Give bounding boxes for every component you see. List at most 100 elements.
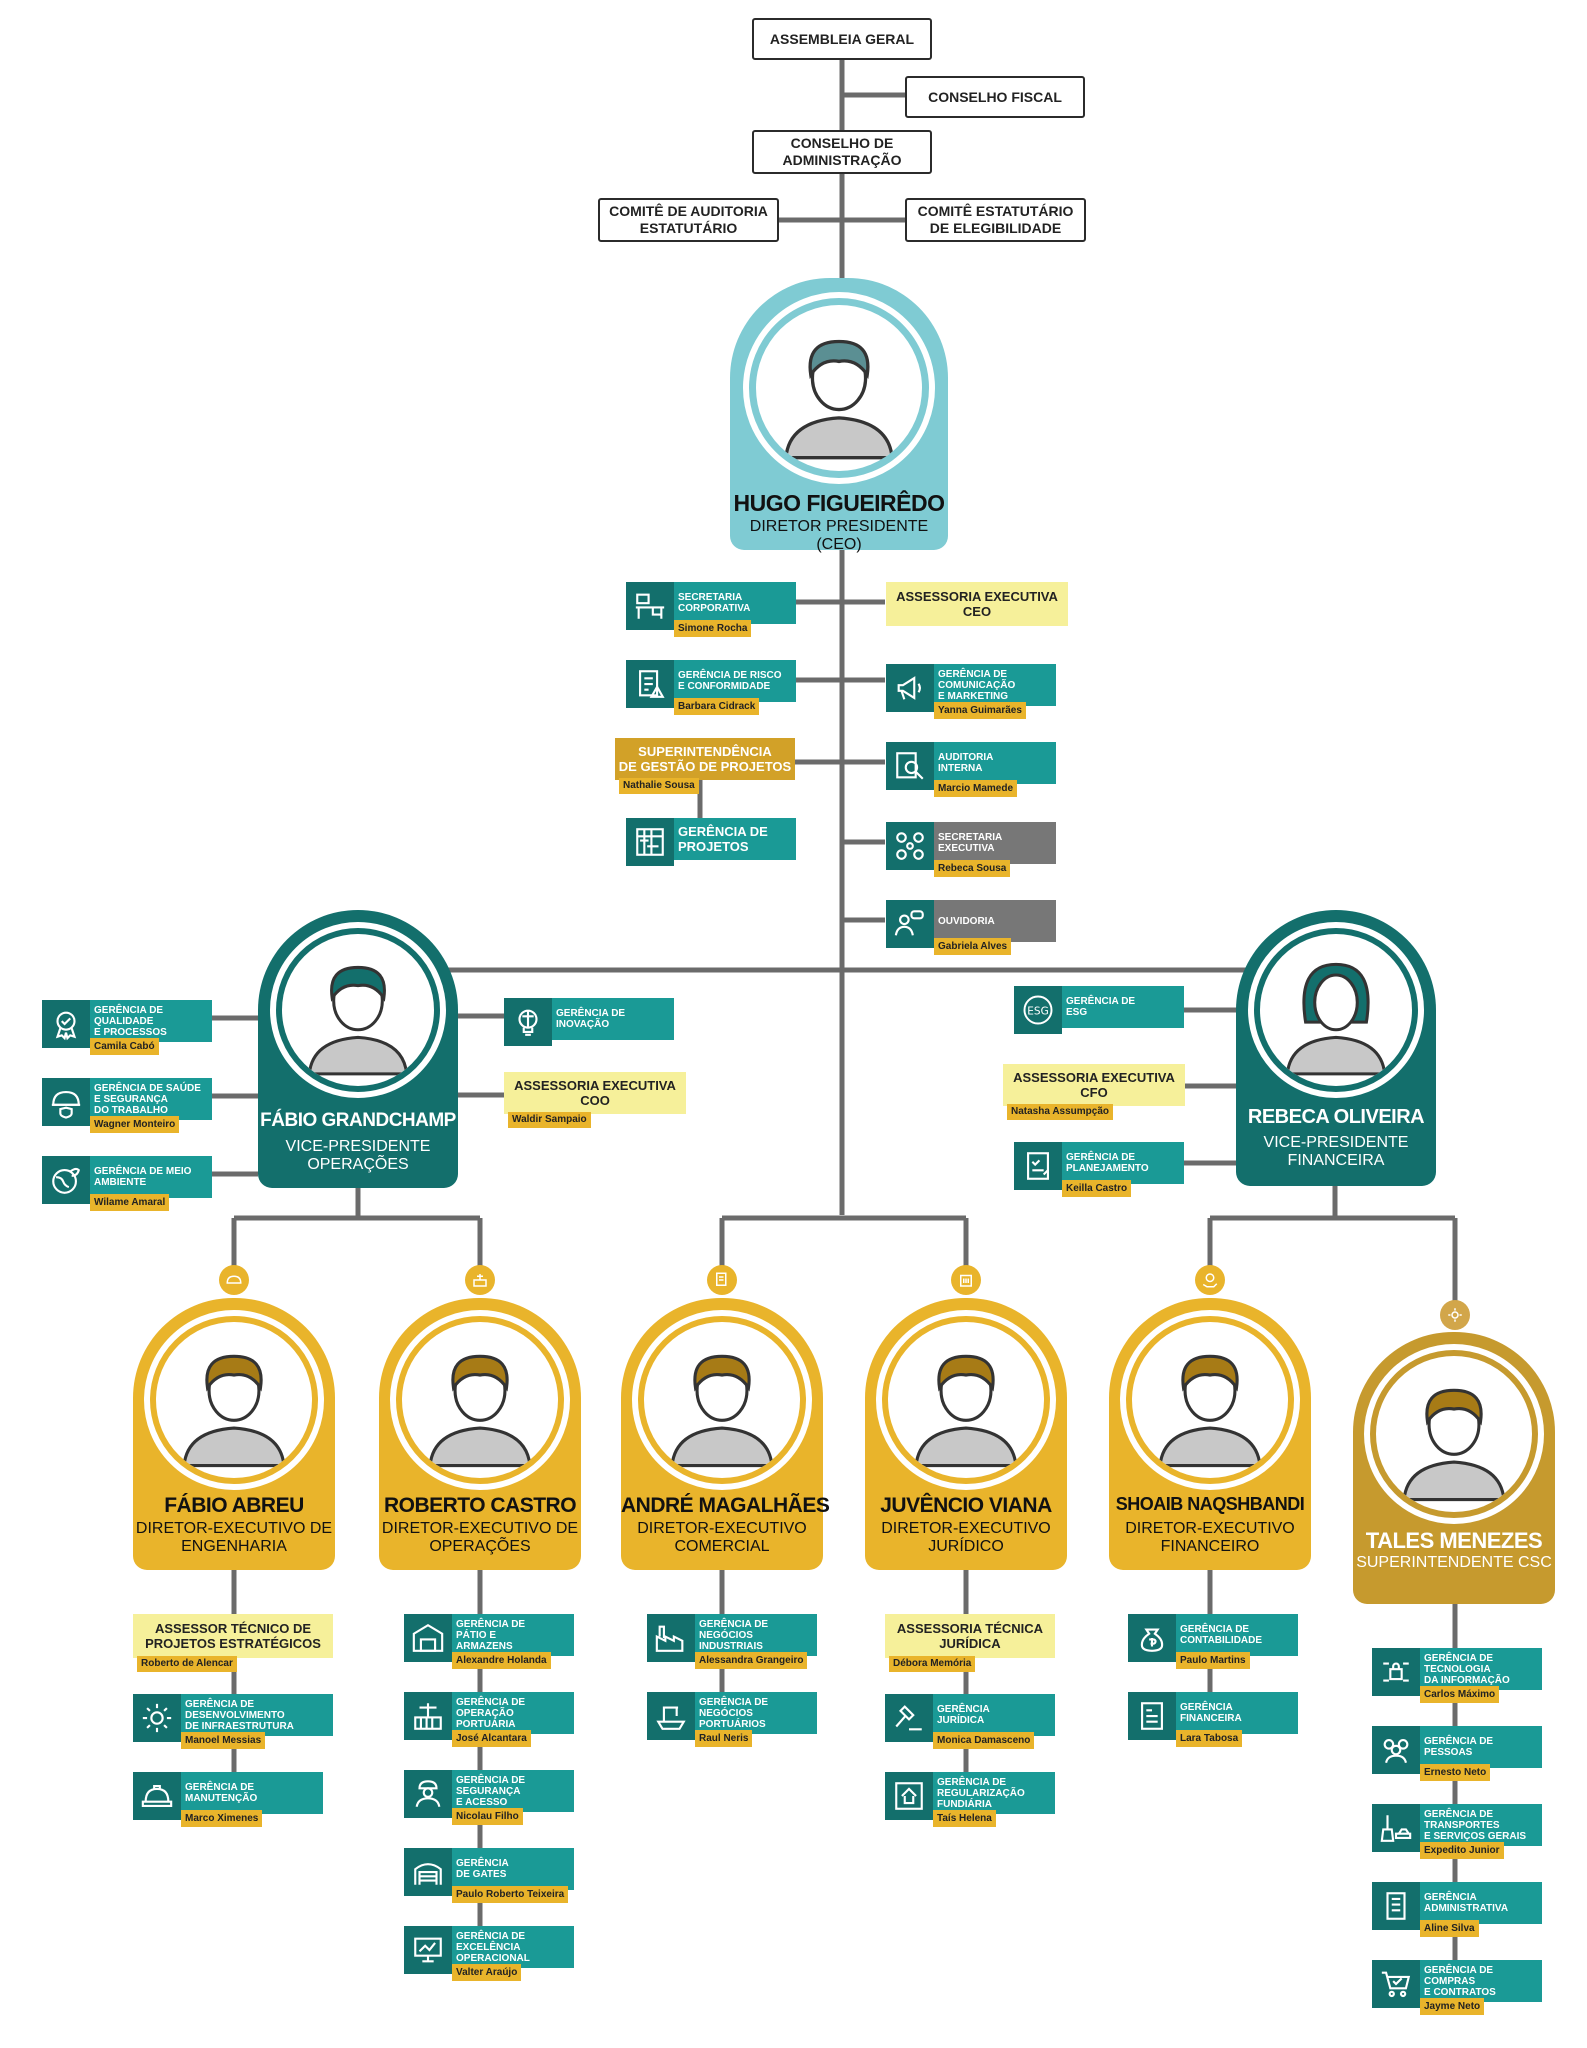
helmet-shield-icon xyxy=(42,1078,90,1126)
manager-gerencia-juridica: Monica Damasceno xyxy=(933,1732,1035,1749)
exec-com-name: ANDRÉ MAGALHÃES xyxy=(621,1494,830,1517)
comite-elegibilidade-box: COMITÊ ESTATUTÁRIO DE ELEGIBILIDADE xyxy=(905,198,1086,242)
esg-icon: ESG xyxy=(1014,986,1062,1034)
label-tecnologia-informacao: GERÊNCIA DE TECNOLOGIA DA INFORMAÇÃO xyxy=(1420,1648,1542,1690)
exec-eng-avatar xyxy=(156,1322,312,1478)
manager-auditoria-interna: Marcio Mamede xyxy=(934,780,1018,797)
shopping-cart-check-icon xyxy=(1372,1960,1420,2008)
port-terminal-icon xyxy=(465,1265,495,1295)
card-seguranca-acesso: GERÊNCIA DE SEGURANÇA E ACESSO Nicolau F… xyxy=(404,1770,574,1825)
security-guard-icon xyxy=(404,1770,452,1818)
csc-photo-ring xyxy=(1364,1344,1544,1524)
manager-ouvidoria: Gabriela Alves xyxy=(934,938,1012,955)
vp-fin-avatar xyxy=(1260,934,1412,1086)
comite-auditoria-box: COMITÊ DE AUDITORIA ESTATUTÁRIO xyxy=(598,198,779,242)
label-saude-seguranca: GERÊNCIA DE SAÚDE E SEGURANÇA DO TRABALH… xyxy=(90,1078,212,1120)
label-transportes-servicos: GERÊNCIA DE TRANSPORTES E SERVIÇOS GERAI… xyxy=(1420,1804,1542,1846)
card-assessoria-coo: ASSESSORIA EXECUTIVA COO Waldir Sampaio xyxy=(504,1072,686,1128)
card-tecnologia-informacao: GERÊNCIA DE TECNOLOGIA DA INFORMAÇÃO Car… xyxy=(1372,1648,1542,1703)
exec-financeiro-card: SHOAIB NAQSHBANDI DIRETOR-EXECUTIVO FINA… xyxy=(1109,1298,1311,1570)
label-operacao-portuaria: GERÊNCIA DE OPERAÇÃO PORTUÁRIA xyxy=(452,1692,574,1734)
card-comunicacao-marketing: GERÊNCIA DE COMUNICAÇÃO E MARKETING Yann… xyxy=(886,664,1056,719)
card-negocios-portuarios: GERÊNCIA DE NEGÓCIOS PORTUÁRIOS Raul Ner… xyxy=(647,1692,817,1747)
award-badge-icon xyxy=(42,1000,90,1048)
card-inovacao: GERÊNCIA DE INOVAÇÃO xyxy=(504,998,674,1046)
label-secretaria-corporativa: SECRETARIA CORPORATIVA xyxy=(674,582,796,624)
superintendente-csc-card: TALES MENEZES SUPERINTENDENTE CSC xyxy=(1353,1332,1555,1604)
label-patio-armazens: GERÊNCIA DE PÁTIO E ARMAZENS xyxy=(452,1614,574,1656)
exec-com-role: DIRETOR-EXECUTIVO COMERCIAL xyxy=(637,1520,807,1555)
manager-regularizacao-fundiaria: Taís Helena xyxy=(933,1810,996,1827)
magnifier-document-icon xyxy=(886,742,934,790)
manager-transportes-servicos: Expedito Junior xyxy=(1420,1842,1504,1859)
svg-text:ESG: ESG xyxy=(1027,1006,1048,1018)
ceo-card: HUGO FIGUEIRÊDO DIRETOR PRESIDENTE (CEO) xyxy=(730,278,948,553)
card-risco-conformidade: GERÊNCIA DE RISCO E CONFORMIDADE Barbara… xyxy=(626,660,796,715)
card-saude-seguranca: GERÊNCIA DE SAÚDE E SEGURANÇA DO TRABALH… xyxy=(42,1078,212,1133)
manager-negocios-industriais: Alessandra Grangeiro xyxy=(695,1652,808,1669)
manager-assessoria-juridica: Débora Memória xyxy=(889,1656,976,1672)
card-desenvolvimento-infraestrutura: GERÊNCIA DE DESENVOLVIMENTO DE INFRAESTR… xyxy=(133,1694,333,1749)
handshake-document-icon xyxy=(707,1265,737,1295)
vp-fin-photo-ring xyxy=(1248,922,1424,1098)
csc-role: SUPERINTENDENTE CSC xyxy=(1356,1554,1552,1571)
manager-excelencia-operacional: Valter Araújo xyxy=(452,1964,522,1981)
gate-icon xyxy=(404,1848,452,1896)
label-assessoria-ceo: ASSESSORIA EXECUTIVA CEO xyxy=(896,589,1058,619)
exec-com-photo-ring xyxy=(632,1310,812,1490)
clipboard-warning-icon xyxy=(626,660,674,708)
card-compras-contratos: GERÊNCIA DE COMPRAS E CONTRATOS Jayme Ne… xyxy=(1372,1960,1542,2015)
card-secretaria-corporativa: SECRETARIA CORPORATIVA Simone Rocha xyxy=(626,582,796,637)
manager-financeira: Lara Tabosa xyxy=(1176,1730,1243,1747)
exec-ops-photo-ring xyxy=(390,1310,570,1490)
manager-manutencao: Marco Ximenes xyxy=(181,1810,263,1827)
card-contabilidade: GERÊNCIA DE CONTABILIDADE Paulo Martins xyxy=(1128,1614,1298,1669)
card-esg: ESG GERÊNCIA DE ESG xyxy=(1014,986,1184,1034)
label-comunicacao-marketing: GERÊNCIA DE COMUNICAÇÃO E MARKETING xyxy=(934,664,1056,706)
label-meio-ambiente: GERÊNCIA DE MEIO AMBIENTE xyxy=(90,1156,212,1198)
manager-seguranca-acesso: Nicolau Filho xyxy=(452,1808,523,1825)
exec-fin-photo-ring xyxy=(1120,1310,1300,1490)
manager-assessor-tecnico: Roberto de Alencar xyxy=(137,1656,237,1672)
label-gates: GERÊNCIA DE GATES xyxy=(452,1848,574,1890)
card-patio-armazens: GERÊNCIA DE PÁTIO E ARMAZENS Alexandre H… xyxy=(404,1614,574,1669)
card-auditoria-interna: AUDITORIA INTERNA Marcio Mamede xyxy=(886,742,1056,797)
card-regularizacao-fundiaria: GERÊNCIA DE REGULARIZAÇÃO FUNDIÁRIA Taís… xyxy=(885,1772,1055,1827)
card-negocios-industriais: GERÊNCIA DE NEGÓCIOS INDUSTRIAIS Alessan… xyxy=(647,1614,817,1669)
plan-clipboard-icon xyxy=(1014,1142,1062,1190)
gears-network-icon xyxy=(886,822,934,870)
manager-meio-ambiente: Wilame Amaral xyxy=(90,1194,170,1211)
card-qualidade-processos: GERÊNCIA DE QUALIDADE E PROCESSOS Camila… xyxy=(42,1000,212,1055)
label-ouvidoria: OUVIDORIA xyxy=(934,900,1056,942)
card-superintendencia-projetos: SUPERINTENDÊNCIA DE GESTÃO DE PROJETOS N… xyxy=(615,738,795,794)
circuit-lock-icon xyxy=(1372,1648,1420,1696)
manager-compras-contratos: Jayme Neto xyxy=(1420,1998,1485,2015)
card-operacao-portuaria: GERÊNCIA DE OPERAÇÃO PORTUÁRIA José Alca… xyxy=(404,1692,574,1747)
manager-superintendencia-projetos: Nathalie Sousa xyxy=(619,778,699,794)
card-meio-ambiente: GERÊNCIA DE MEIO AMBIENTE Wilame Amaral xyxy=(42,1156,212,1211)
manager-patio-armazens: Alexandre Holanda xyxy=(452,1652,551,1669)
exec-fin-name: SHOAIB NAQSHBANDI xyxy=(1115,1494,1305,1514)
people-chat-icon xyxy=(886,900,934,948)
megaphone-icon xyxy=(886,664,934,712)
exec-engenharia-card: FÁBIO ABREU DIRETOR-EXECUTIVO DE ENGENHA… xyxy=(133,1298,335,1570)
exec-jur-role: DIRETOR-EXECUTIVO JURÍDICO xyxy=(881,1520,1051,1555)
vp-financeira-card: REBECA OLIVEIRA VICE-PRESIDENTE FINANCEI… xyxy=(1236,910,1436,1186)
exec-eng-name: FÁBIO ABREU xyxy=(164,1494,304,1517)
hard-hat-icon xyxy=(133,1772,181,1820)
card-assessor-tecnico: ASSESSOR TÉCNICO DE PROJETOS ESTRATÉGICO… xyxy=(133,1614,333,1672)
legal-building-icon xyxy=(951,1265,981,1295)
label-assessoria-coo: ASSESSORIA EXECUTIVA COO xyxy=(514,1078,676,1108)
monitor-chart-icon xyxy=(404,1926,452,1974)
label-contabilidade: GERÊNCIA DE CONTABILIDADE xyxy=(1176,1614,1298,1656)
exec-ops-name: ROBERTO CASTRO xyxy=(383,1494,577,1517)
label-esg: GERÊNCIA DE ESG xyxy=(1062,986,1184,1028)
label-pessoas: GERÊNCIA DE PESSOAS xyxy=(1420,1726,1542,1768)
money-hand-icon xyxy=(1195,1265,1225,1295)
money-bag-icon xyxy=(1128,1614,1176,1662)
warehouse-icon xyxy=(404,1614,452,1662)
brain-bulb-icon xyxy=(504,998,552,1046)
card-transportes-servicos: GERÊNCIA DE TRANSPORTES E SERVIÇOS GERAI… xyxy=(1372,1804,1542,1859)
factory-icon xyxy=(647,1614,695,1662)
label-secretaria-executiva: SECRETARIA EXECUTIVA xyxy=(934,822,1056,864)
